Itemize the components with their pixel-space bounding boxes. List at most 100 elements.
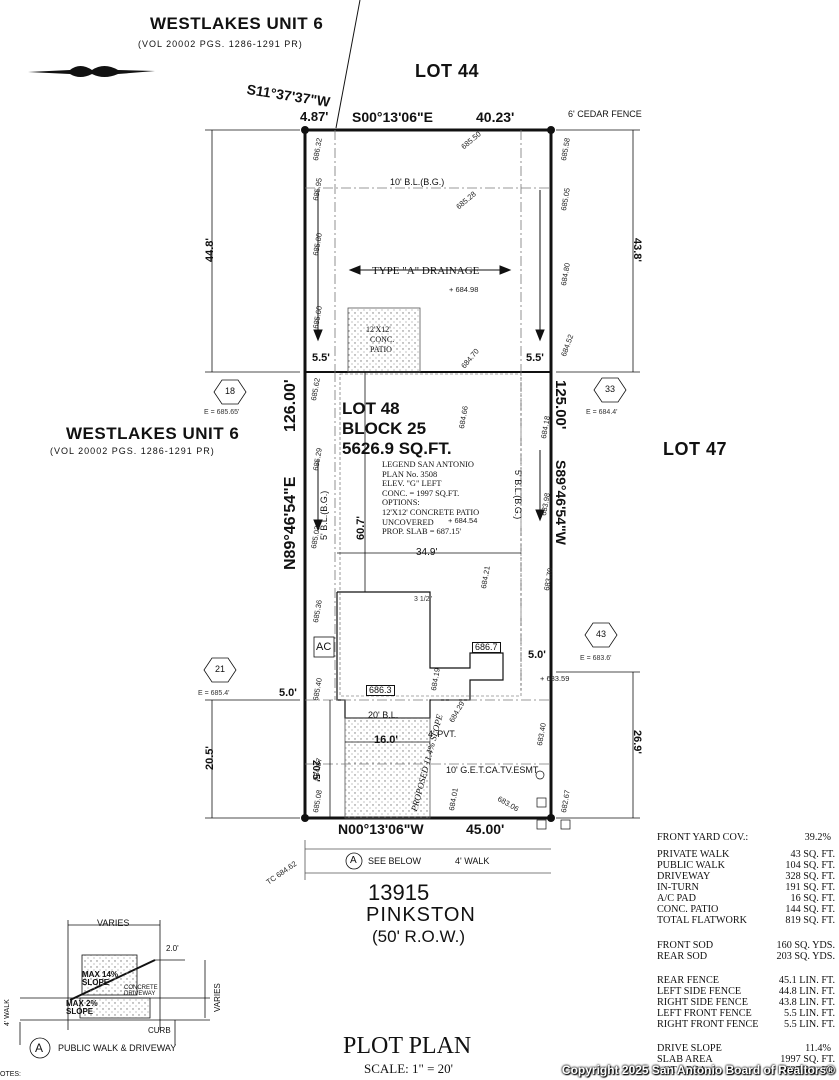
detail-walk: 4' WALK bbox=[4, 999, 11, 1026]
side-bl-right-label: 5' B.L.(B.G.) bbox=[513, 470, 523, 520]
detail-max14: MAX 14% SLOPE bbox=[82, 970, 119, 987]
transformer-marker bbox=[535, 770, 545, 780]
lot-area: 5626.9 SQ.FT. bbox=[342, 439, 452, 458]
corner-marker-sw bbox=[301, 814, 309, 822]
legend-line-1: LEGEND SAN ANTONIO bbox=[382, 460, 474, 469]
stat-label: FRONT YARD COV.: bbox=[657, 832, 749, 843]
stat-value: 5.5 LIN. FT. bbox=[783, 1008, 835, 1019]
stat-value: 328 SQ. FT. bbox=[785, 871, 835, 882]
street-name: PINKSTON bbox=[366, 904, 476, 926]
patio-label-2: CONC. bbox=[370, 335, 395, 344]
stat-value: 104 SQ. FT. bbox=[785, 860, 835, 871]
elev-684-54: + 684.54 bbox=[448, 516, 478, 525]
legend-line-4: CONC. = 1997 SQ.FT. bbox=[382, 488, 460, 498]
stat-value: 45.1 LIN. FT. bbox=[778, 975, 835, 986]
drainage-arrows bbox=[313, 190, 545, 532]
bearing-north-tie-dist: 4.87' bbox=[300, 109, 329, 124]
detail-varies-side: VARIES bbox=[213, 983, 222, 1012]
corner-marker-nw bbox=[301, 126, 309, 134]
north-arrow-icon bbox=[28, 66, 155, 77]
tie-line bbox=[335, 0, 361, 129]
stat-value: 203 SQ. YDS. bbox=[776, 951, 836, 962]
ac-label: AC bbox=[316, 641, 332, 653]
block-number: BLOCK 25 bbox=[342, 419, 427, 438]
drainage-label: TYPE "A" DRAINAGE bbox=[372, 265, 480, 277]
elev-684-98: + 684.98 bbox=[449, 285, 479, 294]
stat-label: IN-TURN bbox=[657, 882, 699, 893]
stat-label: SLAB AREA bbox=[657, 1054, 713, 1065]
hex-21-num: 21 bbox=[214, 664, 225, 674]
detail-dim-2: 2.0' bbox=[166, 944, 179, 953]
patio-label-1: 12'X12' bbox=[366, 325, 391, 334]
bearing-south: N00°13'06"W bbox=[338, 821, 424, 837]
stat-label: RIGHT FRONT FENCE bbox=[657, 1019, 759, 1030]
stat-value: 191 SQ. FT. bbox=[785, 882, 835, 893]
stat-label: FRONT SOD bbox=[657, 940, 714, 951]
street-address: 13915 bbox=[368, 880, 430, 905]
subdivision-west: WESTLAKES UNIT 6 bbox=[66, 424, 240, 443]
detail-curb: CURB bbox=[148, 1026, 171, 1035]
walk-label: 4' WALK bbox=[455, 856, 490, 866]
section-callout-letter: A bbox=[350, 855, 357, 866]
hex-18-num: 18 bbox=[224, 386, 235, 396]
elev-683-59: + 683.59 bbox=[540, 674, 570, 683]
easement-label: 10' G.E.T.CA.TV.ESMT bbox=[446, 765, 539, 775]
subdivision-top-ref: (VOL 20002 PGS. 1286-1291 PR) bbox=[138, 39, 303, 49]
subdivision-top: WESTLAKES UNIT 6 bbox=[150, 14, 324, 33]
bearing-east: S89°46'54"W bbox=[553, 460, 569, 545]
stat-label: A/C PAD bbox=[657, 893, 696, 904]
hex-33-num: 33 bbox=[604, 384, 615, 394]
bearing-west: N89°46'54"E bbox=[282, 476, 299, 570]
stat-label: LOT AREA bbox=[657, 1065, 707, 1076]
stat-label: PRIVATE WALK bbox=[657, 849, 730, 860]
stat-label: CONC. PATIO bbox=[657, 904, 719, 915]
street-row: (50' R.O.W.) bbox=[372, 927, 465, 946]
rear-dim-left: 44.8' bbox=[204, 237, 216, 262]
hex-21-elev: E = 685.4' bbox=[198, 690, 230, 697]
house-slab bbox=[336, 591, 504, 719]
patio-label-3: PATIO bbox=[370, 345, 392, 354]
rear-bl-label: 10' B.L.(B.G.) bbox=[390, 177, 445, 187]
patio-elev: 3 1/2" bbox=[414, 596, 433, 603]
plot-plan-scale: SCALE: 1" = 20' bbox=[364, 1061, 454, 1076]
plot-plan-title: PLOT PLAN bbox=[343, 1033, 472, 1059]
legend-line-2: PLAN No. 3508 bbox=[382, 469, 438, 479]
stat-value: 11.4% bbox=[805, 1043, 831, 1054]
stat-value: 819 SQ. FT. bbox=[785, 915, 835, 926]
stat-label: REAR FENCE bbox=[657, 975, 719, 986]
walk-driveway-detail bbox=[19, 920, 210, 1045]
front-bl-label: 20' B.L. bbox=[368, 710, 399, 720]
detail-max2: MAX 2% SLOPE bbox=[66, 999, 98, 1016]
legend-line-5: OPTIONS: bbox=[382, 498, 420, 508]
slab-elev-b: 686.7 bbox=[472, 642, 501, 653]
stat-label: PUBLIC WALK bbox=[657, 860, 726, 871]
legend-line-3: ELEV. "G" LEFT bbox=[382, 479, 442, 489]
dimension-lines bbox=[205, 129, 640, 819]
driveway-width: 16.0' bbox=[374, 734, 399, 746]
slab-elev-a: 686.3 bbox=[366, 685, 395, 696]
stat-value: 1997 SQ. FT. bbox=[780, 1054, 835, 1065]
corner-marker-se bbox=[547, 814, 555, 822]
bearing-west-dist: 126.00' bbox=[282, 379, 299, 432]
cedar-fence-label: 6' CEDAR FENCE bbox=[568, 109, 642, 119]
elevation-hexagons bbox=[203, 377, 627, 683]
stat-value: 144 SQ. FT. bbox=[785, 904, 835, 915]
house-legend: LEGEND SAN ANTONIO PLAN No. 3508 ELEV. "… bbox=[382, 460, 479, 537]
side-bl-left-label: 5' B.L.(B.G.) bbox=[319, 490, 329, 540]
ac-pad bbox=[313, 636, 335, 658]
meter-marker-e bbox=[536, 797, 547, 808]
section-callout bbox=[345, 852, 363, 870]
house-slab-inner bbox=[339, 373, 522, 697]
stat-value: 160 SQ. YDS. bbox=[776, 940, 836, 951]
concrete-patio bbox=[347, 307, 421, 373]
stat-value: 5.5 LIN. FT. bbox=[783, 1019, 835, 1030]
lot-east: LOT 47 bbox=[663, 439, 728, 459]
stat-label: DRIVEWAY bbox=[657, 871, 711, 882]
lot-number: LOT 48 bbox=[342, 399, 400, 418]
legend-line-8: PROP. SLAB = 687.15' bbox=[382, 527, 462, 537]
copyright-watermark: Copyright 2025 San Antonio Board of Real… bbox=[561, 1063, 835, 1077]
stat-label: TOTAL FLATWORK bbox=[657, 915, 748, 926]
hex-43-elev: E = 683.6' bbox=[580, 655, 612, 662]
detail-caption: PUBLIC WALK & DRIVEWAY bbox=[58, 1043, 177, 1053]
detail-concrete-driveway: CONCRETE DRIVEWAY bbox=[124, 985, 158, 997]
